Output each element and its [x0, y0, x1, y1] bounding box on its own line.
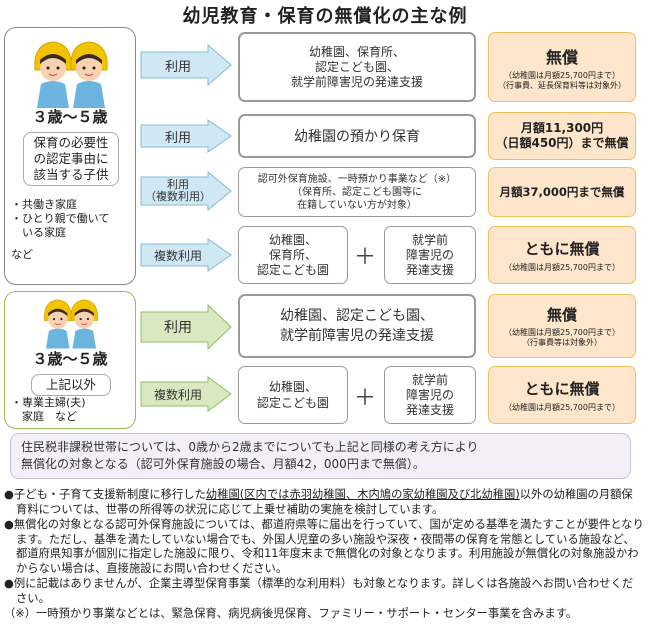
multiple-use-arrow: 複数利用	[140, 238, 232, 272]
plus-sign: ＋	[354, 386, 377, 411]
page-title: 幼児教育・保育の無償化の主な例	[182, 6, 468, 27]
use-arrow: 利用	[140, 304, 232, 350]
facility-box: 幼稚園の預かり保育	[238, 114, 476, 158]
result-note: （幼稚園は月額25,700円まで）	[504, 328, 620, 337]
facility-line: 発達支援	[405, 402, 454, 417]
facility-box: 幼稚園、認定こども園、 就学前障害児の発達支援	[238, 294, 476, 358]
facility-line: 幼稚園の預かり保育	[294, 129, 420, 145]
examples-list: ・専業主婦(夫) 家庭 など	[11, 396, 135, 424]
children-illustration	[43, 299, 99, 349]
arrow-label: （複数利用）	[145, 190, 211, 203]
age-range-label: ３歳～５歳	[32, 350, 108, 368]
facility-box: 認可外保育施設、一時預かり事業など（※） （保育所、認定こども園等に 在籍してい…	[238, 167, 476, 217]
result-main: 無償	[545, 47, 578, 67]
facility-line: 幼稚園、	[268, 380, 317, 394]
note-line: 住民税非課税世帯については、0歳から2歳までについても上記と同様の考え方により	[21, 440, 479, 454]
result-note: （幼稚園は月額25,700円まで）	[504, 402, 620, 412]
condition-line: の認定事由に	[33, 151, 109, 166]
children-illustration	[34, 41, 108, 108]
condition-label: 保育の必要性 の認定事由に 該当する子供	[23, 132, 119, 186]
footnote-item: ●子ども・子育て支援新制度に移行した幼稚園(区内では赤羽幼稚園、木内鳩の家幼稚園…	[4, 488, 644, 517]
footnote-text: ●例に記載はありませんが、企業主導型保育事業（標準的な利用料）も対象となります。…	[4, 577, 634, 605]
footnote-text: 以外の幼稚園の月額保育料については、世帯の所得等の状況に応じて上乗せ補助の実施を…	[16, 488, 633, 516]
arrow-label: 利用	[164, 130, 191, 146]
eligible-children-panel: ３歳～５歳 保育の必要性 の認定事由に 該当する子供 ・共働き家庭 ・ひとり親で…	[4, 27, 136, 285]
low-income-note: 住民税非課税世帯については、0歳から2歳までについても上記と同様の考え方により …	[10, 433, 631, 479]
footnote-item: ●無償化の対象となる認可外保育施設については、都道府県等に届出を行っていて、国が…	[4, 518, 644, 576]
facility-line: 幼稚園、	[268, 232, 317, 247]
facility-line: 認可外保育施設、一時預かり事業など（※）	[257, 173, 457, 185]
result-note: （行事費、延長保育料等は対象外）	[498, 80, 626, 90]
facility-line: 認定こども園	[256, 396, 329, 410]
arrow-label: 複数利用	[153, 387, 202, 402]
condition-line: 該当する子供	[33, 167, 109, 182]
result-box: ともに無償 （幼稚園は月額25,700円まで）	[488, 226, 636, 284]
result-note: （幼稚園は月額25,700円まで）	[504, 262, 620, 272]
facility-line: 発達支援	[405, 262, 454, 277]
facility-line: 保育所、	[268, 247, 317, 262]
facility-box-b: 就学前 障害児の 発達支援	[384, 366, 476, 424]
plus-sign: ＋	[354, 245, 377, 270]
facility-line: 就学前	[411, 232, 448, 247]
facility-line: 認定こども園、	[314, 59, 399, 74]
example-item: いる家庭	[11, 226, 66, 239]
facility-line: 障害児の	[405, 247, 454, 262]
result-box: 月額37,000円まで無償	[488, 167, 636, 217]
result-line: （日額450円）まで無償	[495, 136, 629, 150]
facility-box-a: 幼稚園、 認定こども園	[238, 366, 348, 424]
facility-line: 幼稚園、認定こども園、	[280, 308, 434, 324]
example-etc: など	[11, 248, 33, 261]
footnote-text: ●無償化の対象となる認可外保育施設については、都道府県等に届出を行っていて、国が…	[4, 518, 644, 575]
example-item: 家庭 など	[11, 410, 77, 423]
condition-label: 上記以外	[31, 374, 111, 396]
result-note: （幼稚園は月額25,700円まで）	[504, 70, 620, 80]
facility-line: 幼稚園、保育所、	[308, 44, 405, 59]
use-arrow: 利用	[140, 119, 232, 153]
facility-line: （保育所、認定こども園等に	[292, 186, 422, 198]
example-item: ・ひとり親で働いて	[11, 212, 110, 225]
arrow-label: 利用	[167, 178, 189, 191]
facility-box-a: 幼稚園、 保育所、 認定こども園	[238, 226, 348, 284]
note-line: 無償化の対象となる（認可外保育施設の場合、月額42，000円まで無償）。	[21, 457, 425, 471]
facility-box-b: 就学前 障害児の 発達支援	[384, 226, 476, 284]
arrow-label: 利用	[164, 320, 192, 336]
result-box: 無償 （幼稚園は月額25,700円まで） （行事費、延長保育料等は対象外）	[488, 32, 636, 102]
footnote-item: ●例に記載はありませんが、企業主導型保育事業（標準的な利用料）も対象となります。…	[4, 577, 644, 606]
footnote-underlined: 幼稚園(区内では赤羽幼稚園、木内鳩の家幼稚園及び北幼稚園)	[205, 488, 520, 501]
result-box: 無償 （幼稚園は月額25,700円まで） （行事費等は対象外）	[488, 294, 636, 358]
condition-line: 保育の必要性	[33, 135, 109, 150]
arrow-label: 複数利用	[153, 248, 202, 263]
result-main: 無償	[546, 306, 577, 324]
result-box: 月額11,300円 （日額450円）まで無償	[488, 112, 636, 160]
facility-box: 幼稚園、保育所、 認定こども園、 就学前障害児の発達支援	[238, 32, 476, 102]
result-main: 月額11,300円	[520, 121, 604, 135]
multiple-use-arrow: 複数利用	[140, 376, 232, 412]
result-main: ともに無償	[524, 379, 600, 398]
facility-line: 認定こども園	[256, 262, 329, 277]
facility-line: 就学前	[411, 372, 448, 387]
examples-list: ・共働き家庭 ・ひとり親で働いて いる家庭 など	[11, 198, 135, 262]
facility-line: 就学前障害児の発達支援	[290, 74, 423, 89]
example-item: ・共働き家庭	[11, 198, 77, 211]
example-item: ・専業主婦(夫)	[11, 396, 86, 409]
age-range-label: ３歳～５歳	[32, 108, 108, 126]
facility-line: 就学前障害児の発達支援	[280, 328, 434, 344]
footnotes: ●子ども・子育て支援新制度に移行した幼稚園(区内では赤羽幼稚園、木内鳩の家幼稚園…	[4, 488, 644, 623]
other-children-panel: ３歳～５歳 上記以外 ・専業主婦(夫) 家庭 など	[4, 291, 136, 429]
result-main: ともに無償	[524, 239, 600, 258]
use-arrow: 利用	[140, 44, 232, 86]
result-note: （行事費等は対象外）	[522, 338, 602, 347]
footnote-item: （※）一時預かり事業などとは、緊急保育、病児病後児保育、ファミリー・サポート・セ…	[4, 607, 644, 622]
result-main: 月額37,000円まで無償	[499, 185, 625, 199]
footnote-text: （※）一時預かり事業などとは、緊急保育、病児病後児保育、ファミリー・サポート・セ…	[4, 607, 578, 620]
footnote-text: ●子ども・子育て支援新制度に移行した	[4, 488, 206, 501]
facility-line: 障害児の	[405, 387, 454, 402]
result-box: ともに無償 （幼稚園は月額25,700円まで）	[488, 366, 636, 424]
arrow-label: 利用	[164, 59, 191, 75]
use-multiple-arrow: 利用（複数利用）	[140, 171, 232, 211]
facility-line: 在籍していない方が対象）	[297, 199, 417, 211]
